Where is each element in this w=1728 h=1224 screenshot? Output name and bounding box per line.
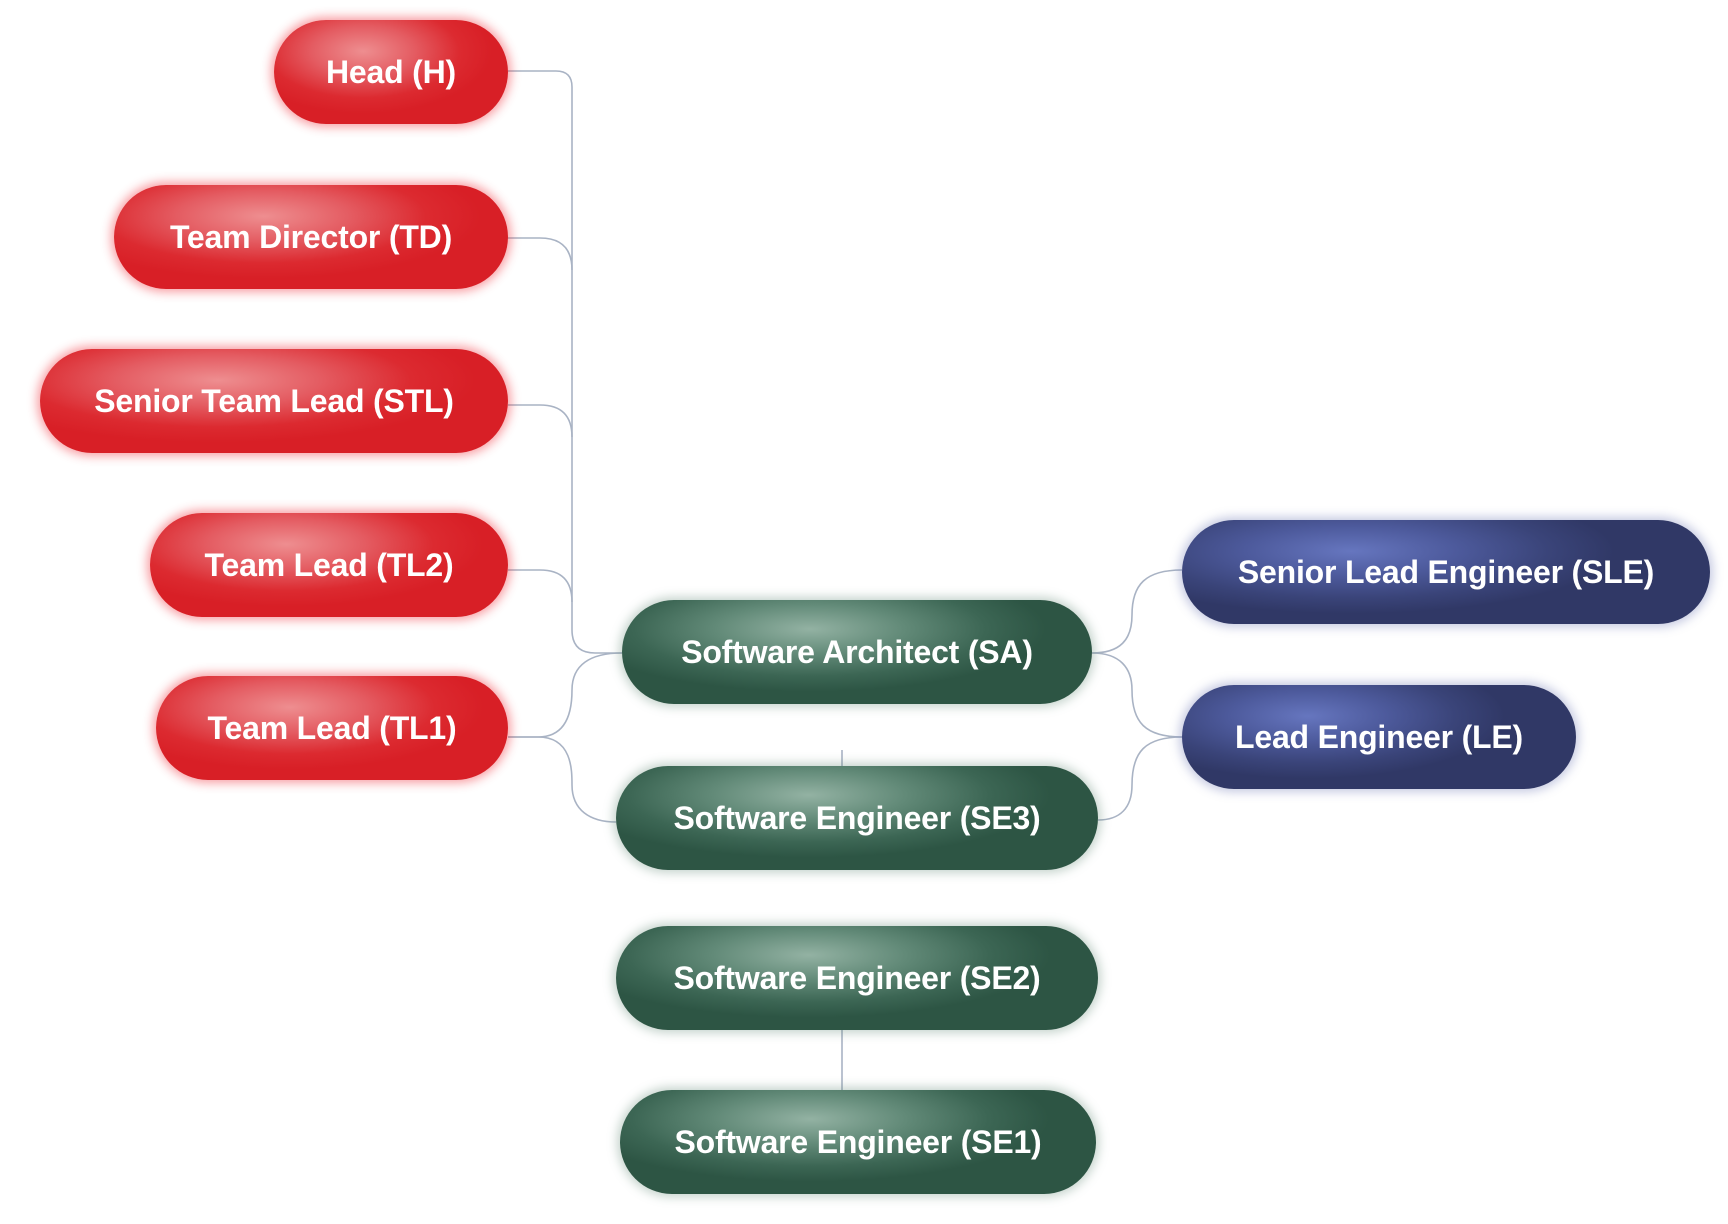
node-label: Software Architect (SA) — [681, 633, 1033, 670]
edge-td-sa — [507, 237, 573, 271]
node-label: Software Engineer (SE1) — [674, 1123, 1042, 1160]
node-label: Senior Lead Engineer (SLE) — [1237, 553, 1655, 590]
node-label: Software Engineer (SE3) — [673, 799, 1041, 836]
node-lead-engineer[interactable]: Lead Engineer (LE) — [1182, 685, 1576, 789]
edge-sa-sle — [1091, 569, 1183, 654]
node-label: Senior Team Lead (STL) — [94, 382, 454, 419]
edge-tl2-sa — [508, 569, 573, 603]
node-software-architect[interactable]: Software Architect (SA) — [622, 600, 1092, 704]
node-label: Software Engineer (SE2) — [673, 959, 1041, 996]
node-label: Team Lead (TL2) — [204, 546, 454, 583]
edge-tl1-sa — [508, 652, 623, 738]
edge-stl-sa — [508, 404, 573, 438]
node-team-director[interactable]: Team Director (TD) — [114, 185, 508, 289]
node-label: Head (H) — [326, 53, 456, 90]
node-software-engineer-3[interactable]: Software Engineer (SE3) — [616, 766, 1098, 870]
node-software-engineer-2[interactable]: Software Engineer (SE2) — [616, 926, 1098, 1030]
node-software-engineer-1[interactable]: Software Engineer (SE1) — [620, 1090, 1096, 1194]
node-senior-team-lead[interactable]: Senior Team Lead (STL) — [40, 349, 508, 453]
edge-tl1-se3 — [508, 736, 617, 823]
node-team-lead-1[interactable]: Team Lead (TL1) — [156, 676, 508, 780]
edge-sa-le — [1091, 652, 1183, 738]
node-team-lead-2[interactable]: Team Lead (TL2) — [150, 513, 508, 617]
node-label: Team Lead (TL1) — [207, 709, 457, 746]
node-label: Lead Engineer (LE) — [1235, 718, 1523, 755]
node-senior-lead-engineer[interactable]: Senior Lead Engineer (SLE) — [1182, 520, 1710, 624]
node-head[interactable]: Head (H) — [274, 20, 508, 124]
edge-se3-le — [1097, 736, 1183, 821]
edge-h-sa — [508, 70, 622, 654]
node-label: Team Director (TD) — [169, 218, 453, 255]
